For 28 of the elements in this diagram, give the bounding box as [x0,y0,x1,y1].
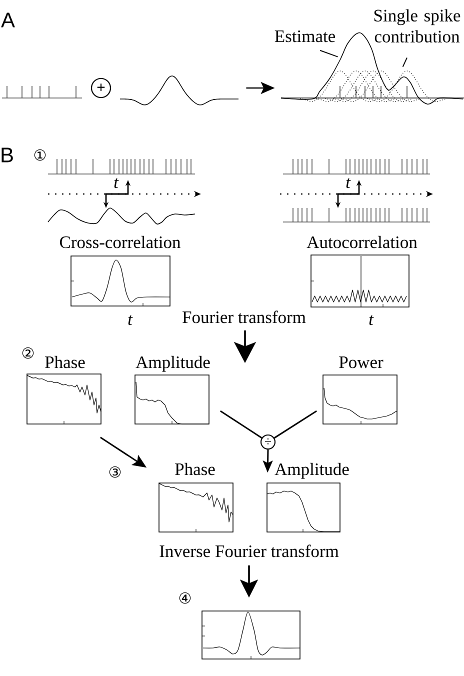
step-number: ① [34,149,46,161]
plot-title: Phase [175,462,215,476]
panel-label: B [2,148,13,162]
waveform [120,76,239,106]
variable-label: t [346,178,351,188]
spike-train [2,86,82,98]
leader-line [320,50,338,58]
plot-title: Amplitude [136,356,210,372]
process-label: Inverse Fourier transform [160,544,339,558]
leader-line [402,57,408,68]
variable-label: t [114,178,119,188]
axis-label: t [369,315,374,326]
callout-label: Single spike contribution [374,9,460,43]
callout-label: Estimate [274,30,336,42]
step-number: ③ [109,466,121,478]
axis-label: t [128,315,133,326]
process-label: Fourier transform [182,310,306,324]
step-number: ④ [179,592,191,604]
plot-title: Phase [45,356,85,368]
step-number: ② [22,347,34,359]
plot-title: Power [339,356,384,368]
connector-line [220,410,262,439]
connector-line [274,410,317,439]
plot-title: Cross-correlation [60,236,180,248]
line-plot [202,610,300,660]
plot-title: Autocorrelation [306,236,418,248]
panel-label: A [1,12,15,28]
plot-title: Amplitude [274,462,349,479]
